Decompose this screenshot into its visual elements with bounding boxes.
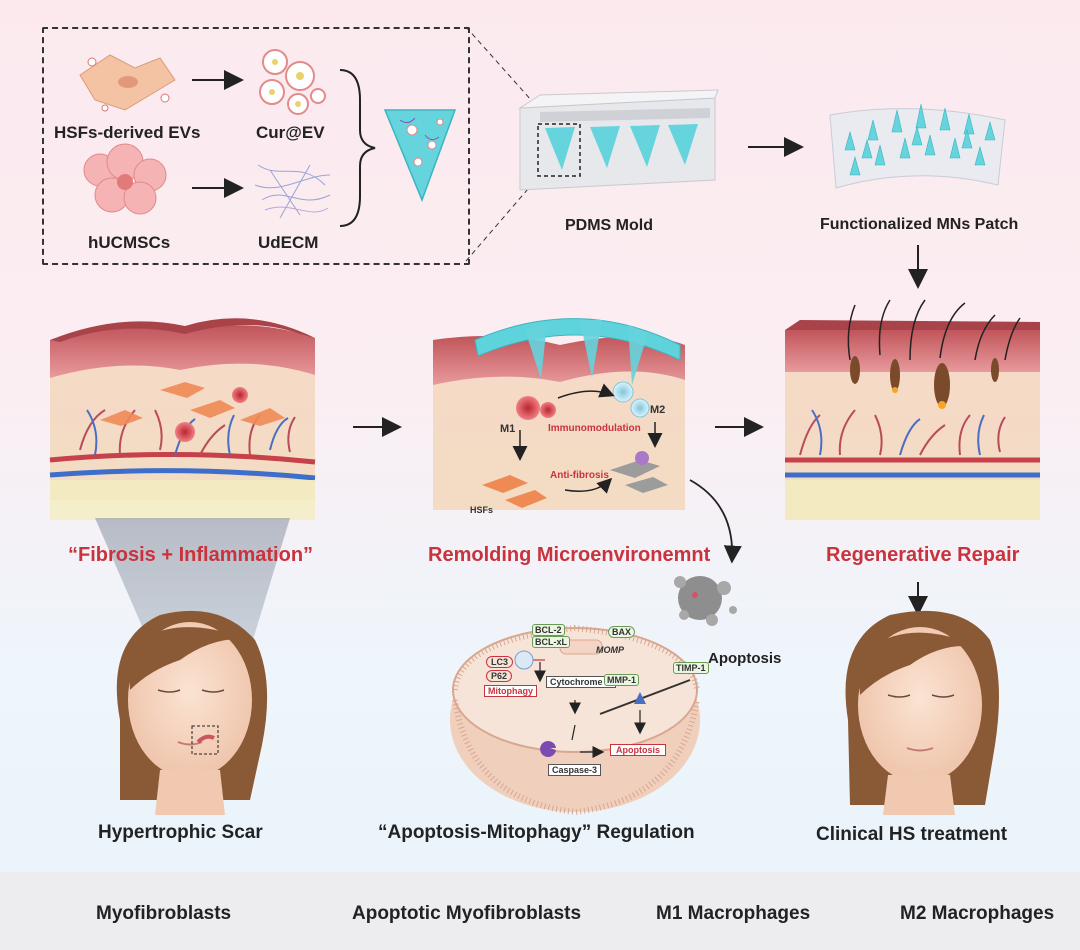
timp1-tag: TIMP-1 xyxy=(673,662,709,674)
legend-apoptotic: Apoptotic Myofibroblasts xyxy=(352,903,582,924)
m1-label: M1 xyxy=(500,423,516,435)
p62-tag: P62 xyxy=(486,670,513,682)
hsfs-label: HSFs xyxy=(470,505,494,515)
apoptotic-body-icon xyxy=(674,576,737,626)
regulation-label: “Apoptosis-Mitophagy” Regulation xyxy=(378,822,695,843)
cytochrome-tag: Cytochrome C xyxy=(546,676,616,688)
hucmscs-cluster-icon xyxy=(83,143,167,215)
apoptosis-label: Apoptosis xyxy=(708,650,782,667)
caspase-icon xyxy=(540,741,556,758)
legend-bar xyxy=(0,872,1080,950)
hsfs-evs-label: HSFs-derived EVs xyxy=(54,123,201,142)
cur-ev-label: Cur@EV xyxy=(256,123,325,142)
pdms-mold-icon xyxy=(518,89,719,191)
microneedle-icon xyxy=(383,109,457,203)
mns-patch-icon xyxy=(829,103,1006,189)
mmp1-tag: MMP-1 xyxy=(604,674,639,686)
cur-ev-icon xyxy=(259,49,326,115)
pdms-mold-label: PDMS Mold xyxy=(565,217,653,234)
udecm-label: UdECM xyxy=(258,233,319,252)
legend-myofibroblasts: Myofibroblasts xyxy=(96,903,232,924)
seesaw-pivot-icon xyxy=(634,692,646,704)
healthy-face-illustration xyxy=(845,610,999,815)
fibrosis-title: “Fibrosis + Inflammation” xyxy=(68,544,314,566)
scar-face-illustration xyxy=(116,610,268,815)
synthesis-panel xyxy=(42,27,470,265)
legend-m1: M1 Macrophages xyxy=(656,903,811,924)
momp-label: MOMP xyxy=(596,645,624,655)
immunomodulation-label: Immunomodulation xyxy=(548,423,641,434)
regenerative-title: Regenerative Repair xyxy=(826,544,1020,566)
curve-arrow-to-apoptosis xyxy=(689,479,742,564)
remolding-skin-block xyxy=(433,318,685,510)
mns-patch-label: Functionalized MNs Patch xyxy=(820,216,1019,233)
remolding-title: Remolding Microenvironemnt xyxy=(428,544,711,566)
lc3-vesicle-icon xyxy=(514,650,534,670)
hsfs-cells-icon xyxy=(79,54,176,112)
caspase3-tag: Caspase-3 xyxy=(548,764,602,776)
m2-label: M2 xyxy=(650,404,666,416)
lc3-tag: LC3 xyxy=(486,656,514,668)
fibrosis-skin-block xyxy=(49,318,316,520)
mechanism-arrows xyxy=(530,659,691,758)
bclxl-tag: BCL-xL xyxy=(532,636,570,648)
antifibrosis-label: Anti-fibrosis xyxy=(550,470,609,481)
bax-tag: BAX xyxy=(608,626,636,638)
hucmscs-label: hUCMSCs xyxy=(88,233,171,252)
clinical-label: Clinical HS treatment xyxy=(816,824,1008,845)
mitophagy-tag: Mitophagy xyxy=(484,685,537,697)
regenerative-skin-block xyxy=(785,299,1040,520)
mitochondrion-illustration xyxy=(450,624,700,816)
udecm-fibers-icon xyxy=(254,164,331,219)
bcl2-tag: BCL-2 xyxy=(532,624,565,636)
bracket xyxy=(339,69,376,227)
hypertrophic-label: Hypertrophic Scar xyxy=(98,822,263,843)
apoptosis-tag: Apoptosis xyxy=(610,744,666,756)
legend-m2: M2 Macrophages xyxy=(900,903,1055,924)
